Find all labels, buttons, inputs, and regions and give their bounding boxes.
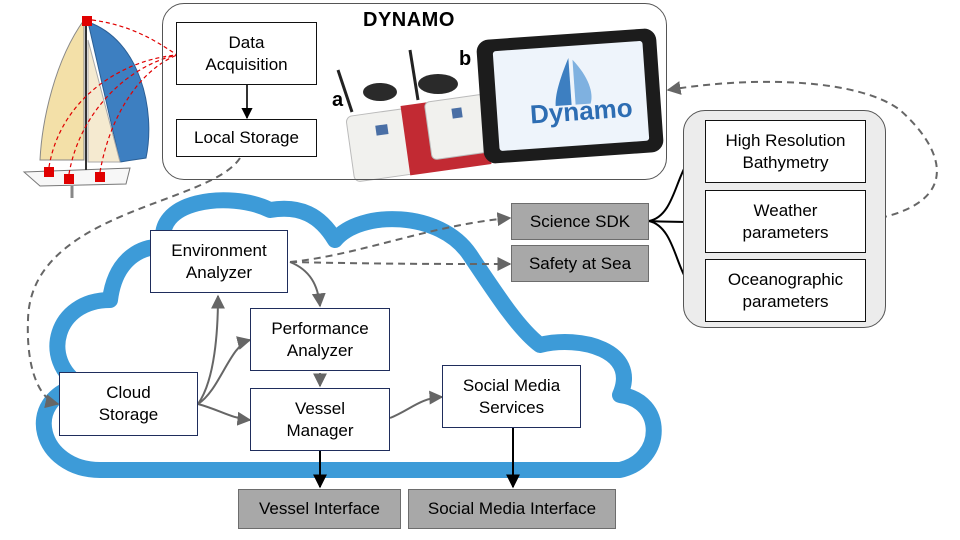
arrow-env-to-safety	[289, 256, 512, 271]
oceanographic-parameters-box[interactable]: Oceanographic parameters	[705, 259, 866, 322]
mainsail	[39, 18, 85, 161]
weather-parameters-box[interactable]: Weather parameters	[705, 190, 866, 253]
social-media-services-box[interactable]: Social Media Services	[442, 365, 581, 428]
arrow-cloud-to-perf	[197, 336, 252, 405]
dynamo-title: DYNAMO	[363, 9, 455, 31]
arrow-env-to-perf	[289, 261, 326, 308]
data-acquisition-box[interactable]: Data Acquisition	[176, 22, 317, 85]
hardware-photo-b	[400, 49, 492, 176]
sensor-link	[48, 54, 178, 168]
jib-sail	[87, 21, 150, 163]
arrow-cloud-to-env	[197, 294, 225, 405]
sensor-1	[44, 167, 54, 177]
photo-label-a: a	[332, 89, 344, 111]
sensor-2	[64, 174, 74, 184]
science-sdk-box[interactable]: Science SDK	[511, 203, 649, 240]
sensor-link	[68, 54, 178, 175]
sensor-top	[82, 16, 92, 26]
link-local-to-cloud	[26, 157, 241, 409]
local-storage-box[interactable]: Local Storage	[176, 119, 317, 157]
photo-label-b: b	[459, 48, 472, 70]
performance-analyzer-box[interactable]: Performance Analyzer	[250, 308, 390, 371]
headsail	[87, 39, 121, 163]
sensor-3	[95, 172, 105, 182]
social-media-interface-box[interactable]: Social Media Interface	[408, 489, 616, 529]
environment-analyzer-box[interactable]: Environment Analyzer	[150, 230, 288, 293]
sailboat-illustration	[22, 16, 178, 198]
arrow-vessel-to-social	[389, 390, 444, 419]
safety-at-sea-box[interactable]: Safety at Sea	[511, 245, 649, 282]
high-resolution-bathymetry-box[interactable]: High Resolution Bathymetry	[705, 120, 866, 183]
cloud-storage-box[interactable]: Cloud Storage	[59, 372, 198, 436]
vessel-manager-box[interactable]: Vessel Manager	[250, 388, 390, 451]
hardware-photo-a	[336, 69, 419, 182]
tablet-photo	[476, 28, 664, 164]
hull	[22, 167, 131, 187]
sensor-link	[91, 19, 178, 56]
arrow-env-to-sdk	[289, 212, 512, 263]
arrow-cloud-to-vessel	[197, 403, 252, 426]
vessel-interface-box[interactable]: Vessel Interface	[238, 489, 401, 529]
dynamo-panel	[162, 3, 667, 180]
sensor-link	[99, 54, 178, 173]
